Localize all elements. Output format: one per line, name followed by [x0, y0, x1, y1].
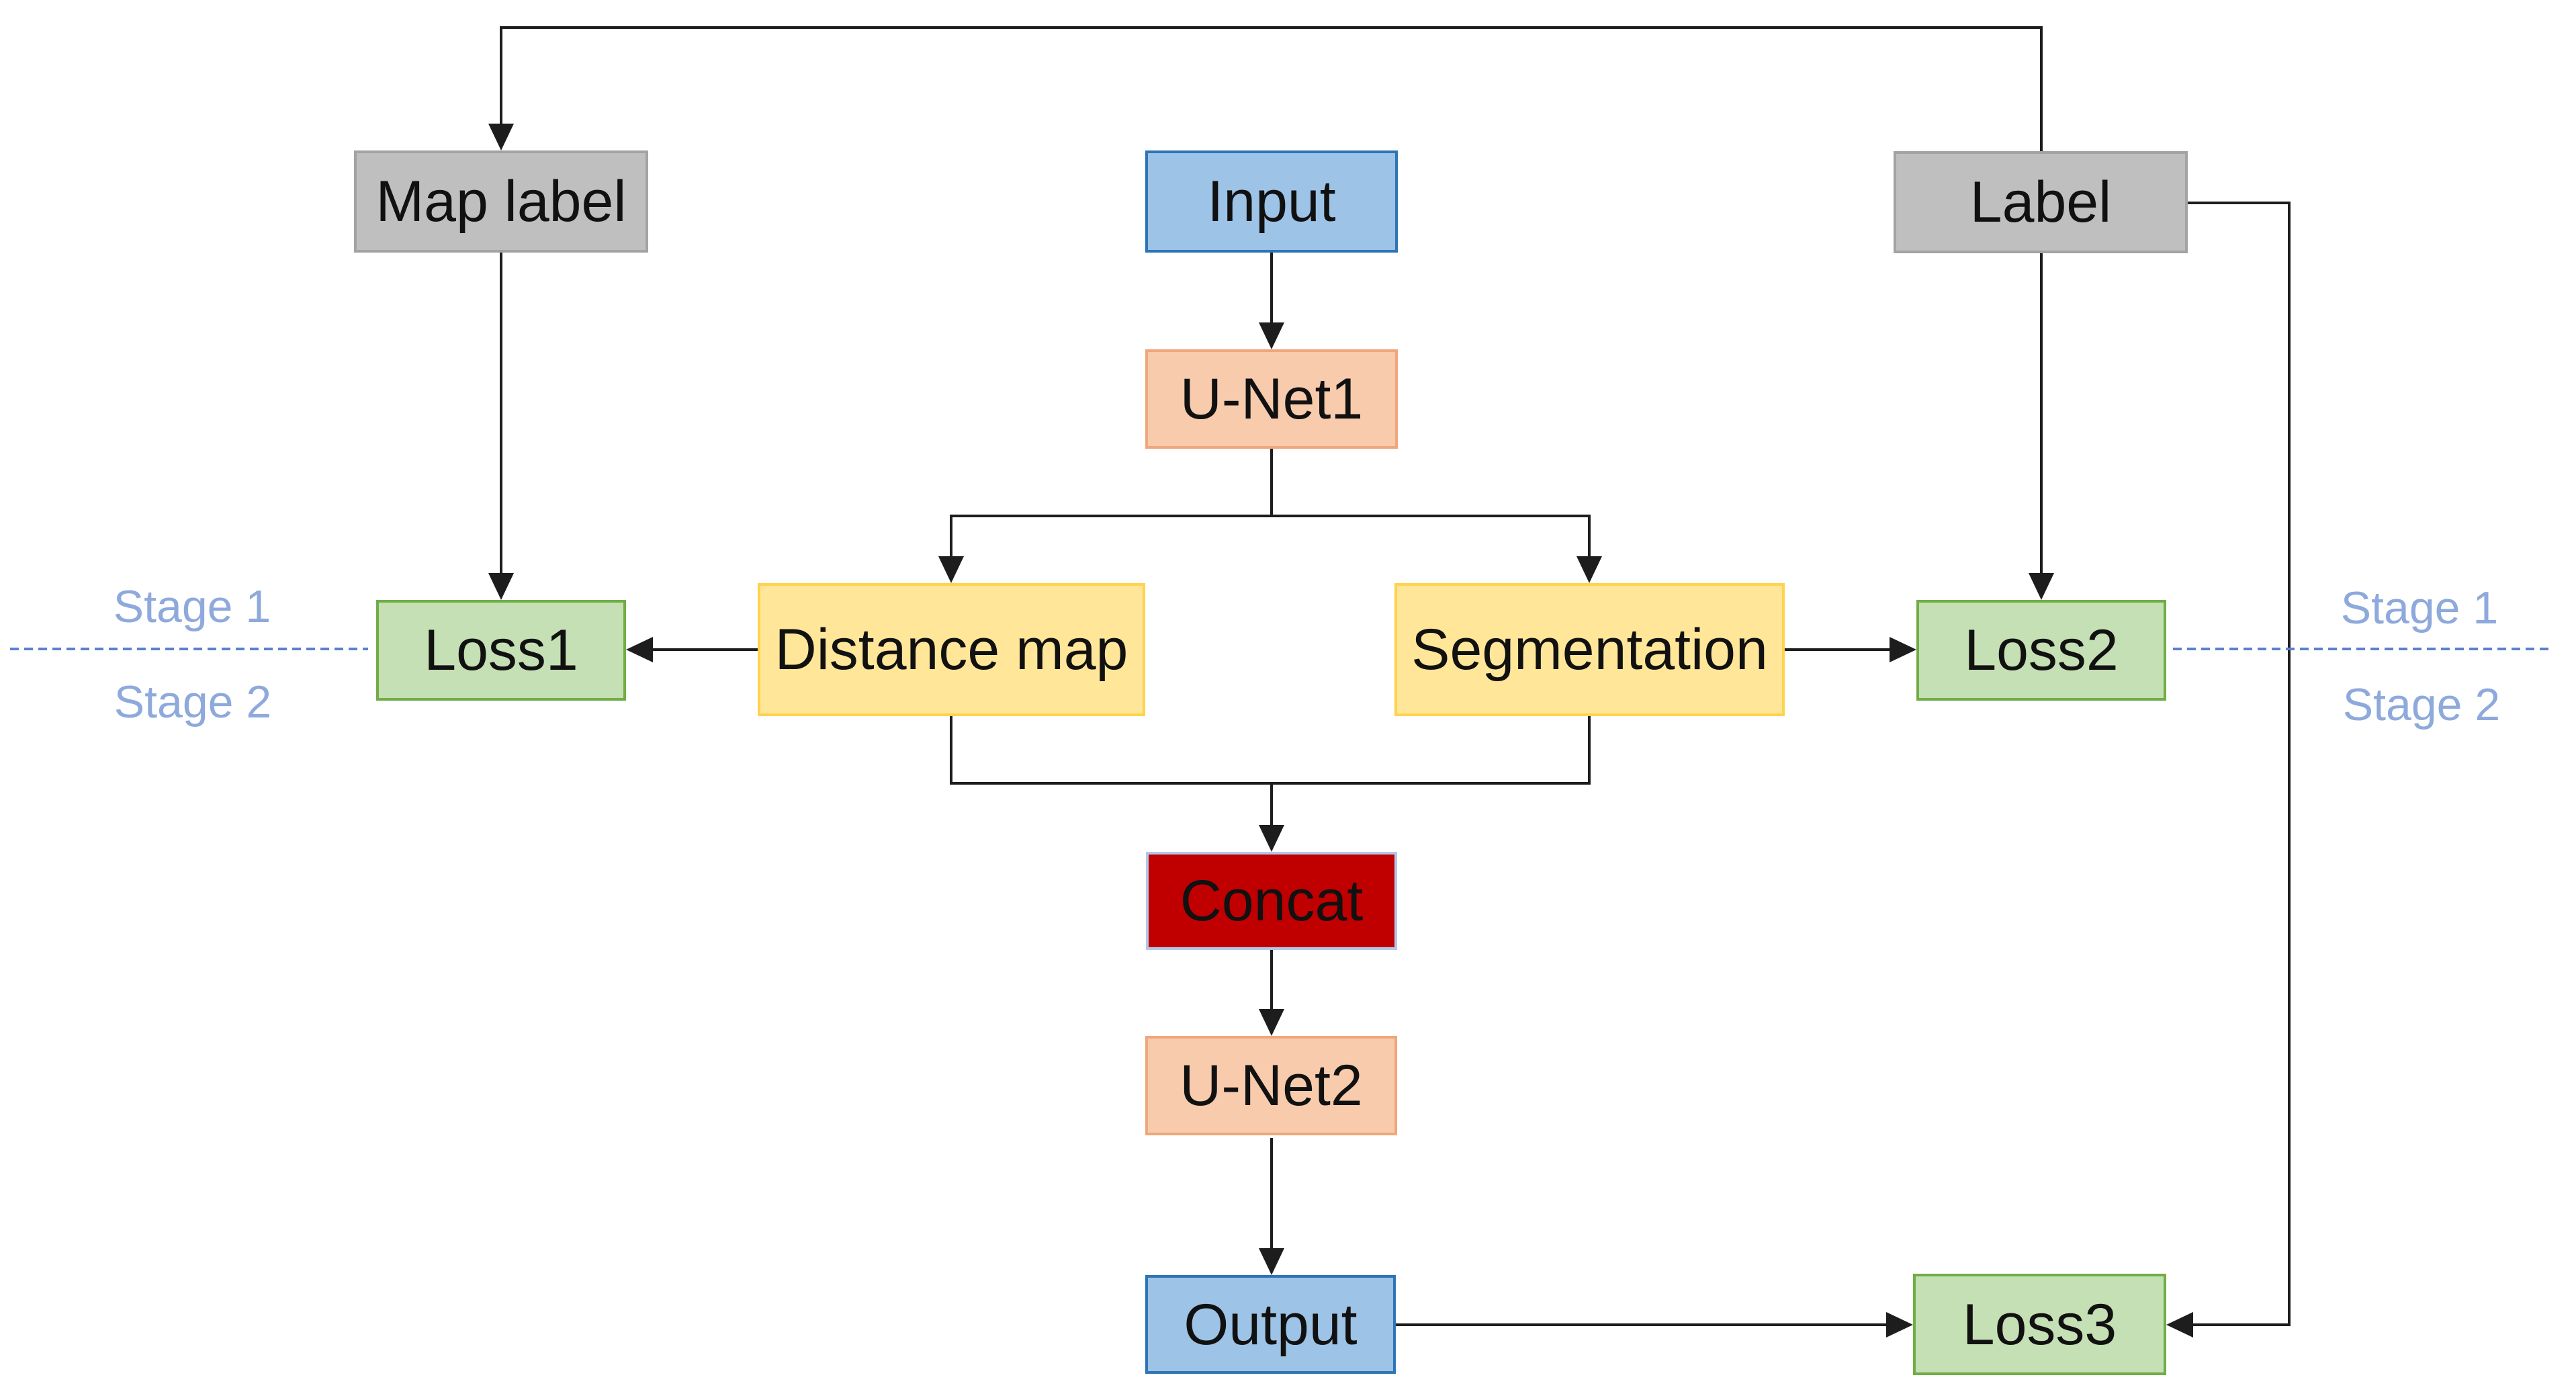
connector-label-to-loss2 — [2040, 253, 2043, 575]
connector-label-top-v — [2040, 26, 2043, 151]
arrowhead-into-unet2 — [1259, 1009, 1284, 1036]
connector-split-left-v — [950, 515, 952, 560]
node-input: Input — [1145, 150, 1398, 253]
connector-segmentation-join-v — [1588, 716, 1591, 785]
connector-label-to-maplabel-left-v — [500, 26, 502, 127]
node-input-text: Input — [1207, 169, 1336, 234]
node-map-label-text: Map label — [375, 169, 627, 234]
connector-join-to-concat — [1270, 782, 1273, 826]
connector-maplabel-to-loss1 — [500, 253, 502, 575]
node-output: Output — [1145, 1275, 1396, 1374]
node-output-text: Output — [1184, 1292, 1358, 1357]
node-loss3-text: Loss3 — [1962, 1292, 2117, 1357]
arrowhead-into-loss1-right — [626, 637, 653, 662]
node-loss1-text: Loss1 — [424, 618, 578, 683]
node-loss3: Loss3 — [1913, 1274, 2166, 1375]
node-map-label: Map label — [354, 150, 648, 253]
node-unet2: U-Net2 — [1145, 1036, 1397, 1135]
connector-output-to-loss3 — [1396, 1323, 1893, 1326]
node-unet2-text: U-Net2 — [1180, 1053, 1363, 1118]
stage2-label-right: Stage 2 — [2342, 679, 2501, 730]
node-loss2-text: Loss2 — [1964, 618, 2119, 683]
connector-input-to-unet1 — [1270, 253, 1273, 326]
arrowhead-into-output — [1259, 1248, 1284, 1275]
arrowhead-into-concat — [1259, 825, 1284, 852]
arrowhead-into-loss1-top — [488, 573, 514, 600]
node-unet1-text: U-Net1 — [1180, 367, 1364, 431]
stage1-label-right: Stage 1 — [2340, 582, 2499, 633]
arrowhead-into-distance-map — [938, 556, 964, 583]
node-concat-text: Concat — [1180, 869, 1364, 933]
stage-divider-left — [10, 648, 368, 650]
node-segmentation: Segmentation — [1394, 583, 1785, 716]
arrowhead-into-loss3-left — [1886, 1312, 1913, 1338]
stage-divider-right — [2173, 648, 2549, 650]
connector-label-exit-h — [2188, 202, 2291, 204]
connector-right-to-loss3 — [2186, 1323, 2291, 1326]
node-distance-map: Distance map — [758, 583, 1145, 716]
node-label-text: Label — [1969, 170, 2112, 234]
connector-unet1-stem — [1270, 449, 1273, 517]
node-loss1: Loss1 — [376, 600, 626, 701]
arrowhead-into-loss3-right — [2166, 1312, 2193, 1338]
node-loss2: Loss2 — [1916, 600, 2166, 701]
arrowhead-into-map-label — [488, 124, 514, 150]
connector-distancemap-join-v — [950, 716, 952, 785]
connector-label-to-maplabel-top-h — [500, 26, 2043, 29]
arrowhead-into-segmentation — [1576, 556, 1602, 583]
node-label: Label — [1894, 151, 2188, 253]
connector-distancemap-to-loss1 — [645, 648, 758, 651]
stage1-label-left: Stage 1 — [113, 581, 271, 632]
connector-split-horizontal — [950, 515, 1591, 517]
connector-unet2-to-output — [1270, 1138, 1273, 1251]
arrowhead-into-unet1 — [1259, 322, 1284, 349]
arrowhead-into-loss2-top — [2029, 573, 2054, 600]
connector-right-side-v — [2288, 202, 2291, 1326]
node-segmentation-text: Segmentation — [1411, 617, 1768, 682]
node-concat: Concat — [1146, 852, 1397, 950]
connector-segmentation-to-loss2 — [1785, 648, 1898, 651]
connector-split-right-v — [1588, 515, 1591, 560]
node-unet1: U-Net1 — [1145, 349, 1398, 449]
node-distance-map-text: Distance map — [774, 617, 1128, 682]
connector-concat-to-unet2 — [1270, 950, 1273, 1012]
stage2-label-left: Stage 2 — [114, 676, 272, 728]
arrowhead-into-loss2-left — [1890, 637, 1916, 662]
